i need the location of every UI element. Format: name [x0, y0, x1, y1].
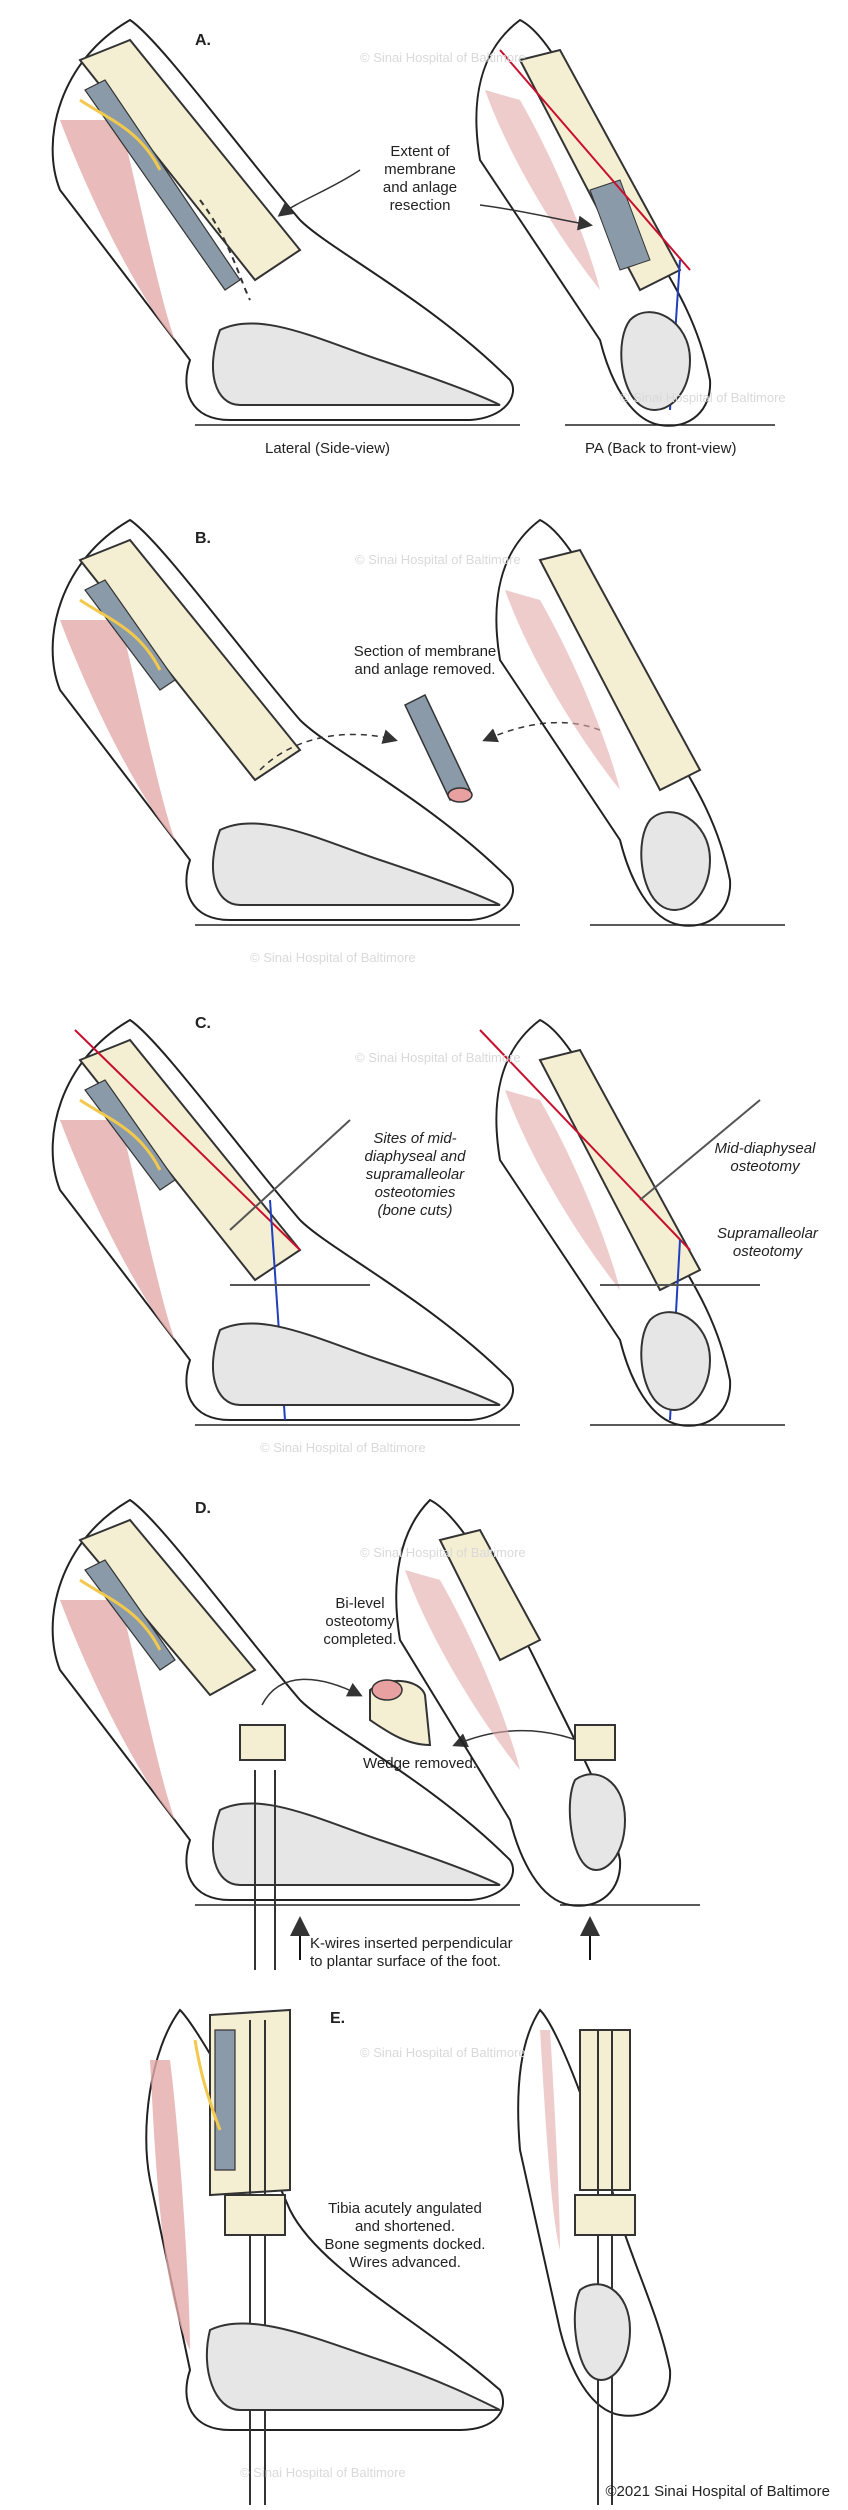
- panel-c-illustration: [51, 1018, 785, 1427]
- annotation-line: Mid-diaphyseal: [714, 1140, 816, 1157]
- annotation-line: diaphyseal and: [364, 1148, 466, 1165]
- watermark: © Sinai Hospital of Baltimore: [250, 950, 416, 965]
- annotation-line: osteotomy: [732, 1243, 803, 1260]
- panel-e-annotation: Tibia acutely angulated and shortened. B…: [315, 2200, 495, 2272]
- annotation-line: completed.: [323, 1631, 397, 1648]
- annotation-line: and anlage removed.: [354, 661, 496, 678]
- panel-b: B. Section of membrane and anlage remove…: [0, 500, 848, 970]
- annotation-line: (bone cuts): [377, 1202, 453, 1219]
- watermark: © Sinai Hospital of Baltimore: [360, 1545, 526, 1560]
- panel-c-letter: C.: [195, 1015, 211, 1032]
- panel-d-annotation-kwire: K-wires inserted perpendicular to planta…: [310, 1935, 570, 1971]
- panel-e-letter: E.: [330, 2010, 346, 2027]
- watermark: © Sinai Hospital of Baltimore: [620, 390, 786, 405]
- panel-c-annotation-supra: Supramalleolar osteotomy: [705, 1225, 830, 1261]
- watermark: © Sinai Hospital of Baltimore: [240, 2465, 406, 2480]
- annotation-line: Section of membrane: [353, 643, 497, 660]
- panel-c: C. Sites of mid- diaphyseal and supramal…: [0, 1000, 848, 1470]
- watermark: © Sinai Hospital of Baltimore: [355, 1050, 521, 1065]
- annotation-line: Tibia acutely angulated: [328, 2200, 482, 2217]
- panel-d: D. Bi-level osteotomy completed. Wedge r…: [0, 1480, 848, 1980]
- annotation-line: Bone segments docked.: [324, 2236, 486, 2253]
- annotation-line: and anlage: [382, 179, 458, 196]
- view-label-lateral: Lateral (Side-view): [265, 440, 391, 457]
- annotation-line: to plantar surface of the foot.: [310, 1953, 501, 1970]
- view-label-pa: PA (Back to front-view): [585, 440, 737, 457]
- annotation-line: osteotomy: [325, 1613, 395, 1630]
- annotation-line: supramalleolar: [365, 1166, 465, 1183]
- annotation-line: K-wires inserted perpendicular: [310, 1935, 513, 1952]
- watermark: © Sinai Hospital of Baltimore: [360, 50, 526, 65]
- panel-a-illustration: [51, 18, 775, 427]
- panel-d-letter: D.: [195, 1500, 211, 1517]
- panel-d-annotation-wedge: Wedge removed.: [363, 1755, 477, 1772]
- annotation-line: Extent of: [390, 143, 450, 160]
- watermark: © Sinai Hospital of Baltimore: [355, 552, 521, 567]
- panel-a-annotation: Extent of membrane and anlage resection: [370, 143, 470, 215]
- panel-a-letter: A.: [195, 32, 211, 49]
- panel-b-illustration: [51, 518, 785, 927]
- annotation-line: Supramalleolar: [717, 1225, 818, 1242]
- panel-d-illustration: [51, 1498, 700, 1970]
- annotation-line: Wires advanced.: [349, 2254, 461, 2271]
- copyright-text: ©2021 Sinai Hospital of Baltimore: [605, 2483, 830, 2500]
- annotation-line: and shortened.: [354, 2218, 456, 2235]
- annotation-line: Bi-level: [335, 1595, 385, 1612]
- annotation-line: resection: [389, 197, 451, 214]
- panel-e: E. Tibia acutely angulated and shortened…: [0, 1990, 848, 2510]
- annotation-line: osteotomies: [374, 1184, 456, 1201]
- panel-e-illustration: [145, 2008, 672, 2505]
- watermark: © Sinai Hospital of Baltimore: [360, 2045, 526, 2060]
- watermark: © Sinai Hospital of Baltimore: [260, 1440, 426, 1455]
- panel-b-annotation: Section of membrane and anlage removed.: [335, 643, 515, 679]
- annotation-line: osteotomy: [730, 1158, 800, 1175]
- panel-b-letter: B.: [195, 530, 211, 547]
- panel-a: A. Extent of membrane and anlage resecti…: [0, 0, 848, 490]
- panel-c-annotation-mid: Mid-diaphyseal osteotomy: [700, 1140, 830, 1176]
- annotation-line: Sites of mid-: [373, 1130, 457, 1147]
- panel-c-annotation-left: Sites of mid- diaphyseal and supramalleo…: [345, 1130, 485, 1220]
- panel-d-annotation-top: Bi-level osteotomy completed.: [310, 1595, 410, 1649]
- annotation-line: membrane: [384, 161, 456, 178]
